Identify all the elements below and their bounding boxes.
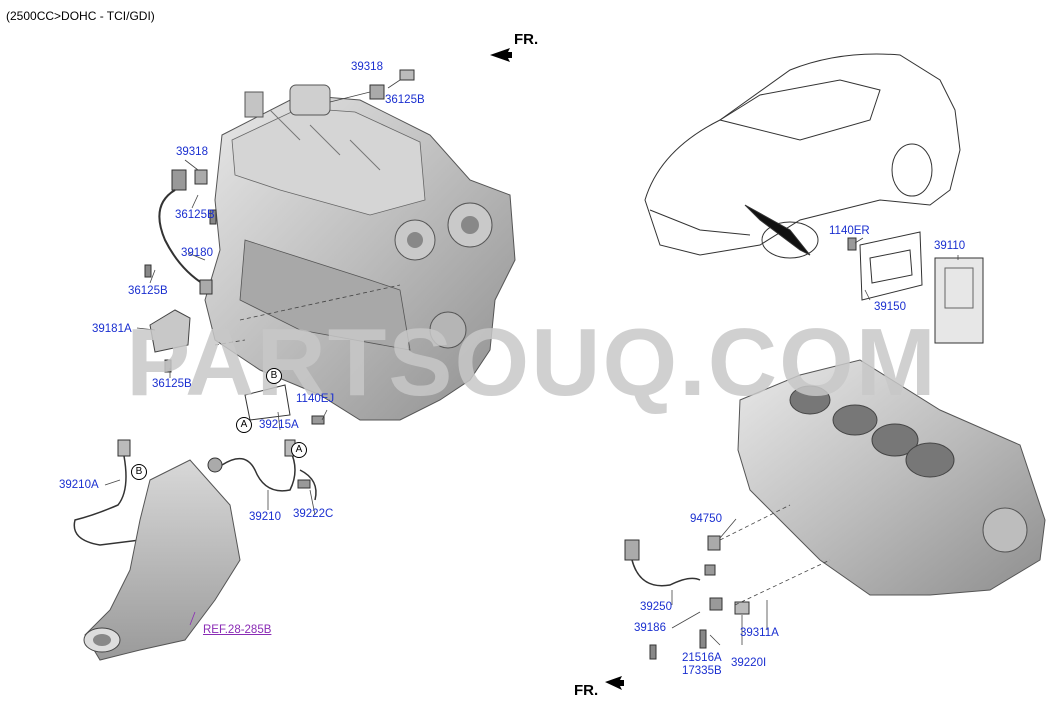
part-label[interactable]: 39181A — [92, 323, 132, 335]
cylinder-block — [737, 359, 1046, 596]
callout-circle-a: A — [291, 442, 307, 458]
fr-arrow-bottom — [605, 676, 624, 690]
part-label[interactable]: 36125B — [385, 94, 425, 106]
part-label[interactable]: 39311A — [740, 627, 779, 639]
part-label[interactable]: 39220I — [731, 657, 767, 669]
part-label[interactable]: 39318 — [351, 61, 383, 73]
part-label[interactable]: 36125B — [175, 209, 215, 221]
part-label[interactable]: 39110 — [934, 240, 966, 252]
part-label[interactable]: 1140ER — [829, 225, 870, 237]
diagram-title: (2500CC>DOHC - TCI/GDI) — [6, 9, 155, 23]
part-label[interactable]: 39250 — [640, 601, 672, 613]
part-label[interactable]: 21516A — [682, 652, 722, 664]
part-label[interactable]: 39210 — [249, 511, 281, 523]
part-label[interactable]: 39210A — [59, 479, 99, 491]
watermark: PARTSOUQ.COM — [126, 309, 938, 416]
knock-sensor-parts — [624, 535, 750, 660]
part-label[interactable]: 39215A — [259, 419, 299, 431]
car-outline — [644, 53, 961, 259]
part-label[interactable]: 17335B — [682, 665, 722, 677]
part-label[interactable]: 94750 — [690, 513, 722, 525]
engine-assembly — [204, 84, 516, 421]
part-label[interactable]: 39318 — [176, 146, 208, 158]
reference-link[interactable]: REF.28-285B — [203, 624, 272, 636]
part-label[interactable]: 1140EJ — [296, 393, 335, 405]
ecu-module — [847, 231, 984, 344]
front-direction-label: FR. — [514, 31, 539, 48]
part-label[interactable]: 39186 — [634, 622, 666, 634]
part-label[interactable]: 39222C — [293, 508, 334, 520]
catalytic-converter — [73, 439, 317, 661]
part-label[interactable]: 36125B — [152, 378, 192, 390]
callout-circle-b: B — [266, 368, 282, 384]
fr-arrow-top — [490, 48, 512, 62]
callout-circle-b: B — [131, 464, 147, 480]
leader-lines — [104, 79, 959, 646]
part-label[interactable]: 36125B — [128, 285, 168, 297]
sensor-parts-left — [144, 69, 415, 425]
part-label[interactable]: 39150 — [874, 301, 906, 313]
front-direction-label: FR. — [574, 682, 599, 699]
part-label[interactable]: 39180 — [181, 247, 213, 259]
callout-circle-a: A — [236, 417, 252, 433]
